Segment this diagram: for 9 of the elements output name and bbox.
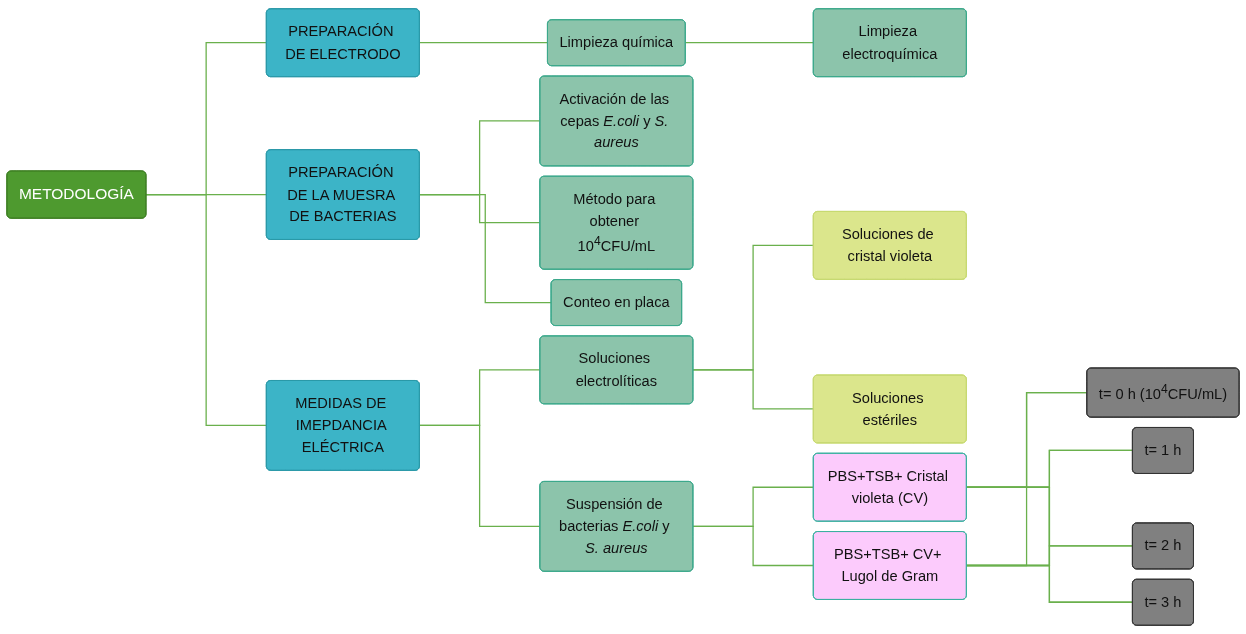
connector [692,525,814,567]
connector [418,42,549,44]
connector [684,42,814,44]
connector [965,564,1134,603]
connector [418,193,552,304]
connector [965,486,1134,603]
connector [145,193,267,427]
connector [692,369,814,410]
connector [418,424,541,527]
